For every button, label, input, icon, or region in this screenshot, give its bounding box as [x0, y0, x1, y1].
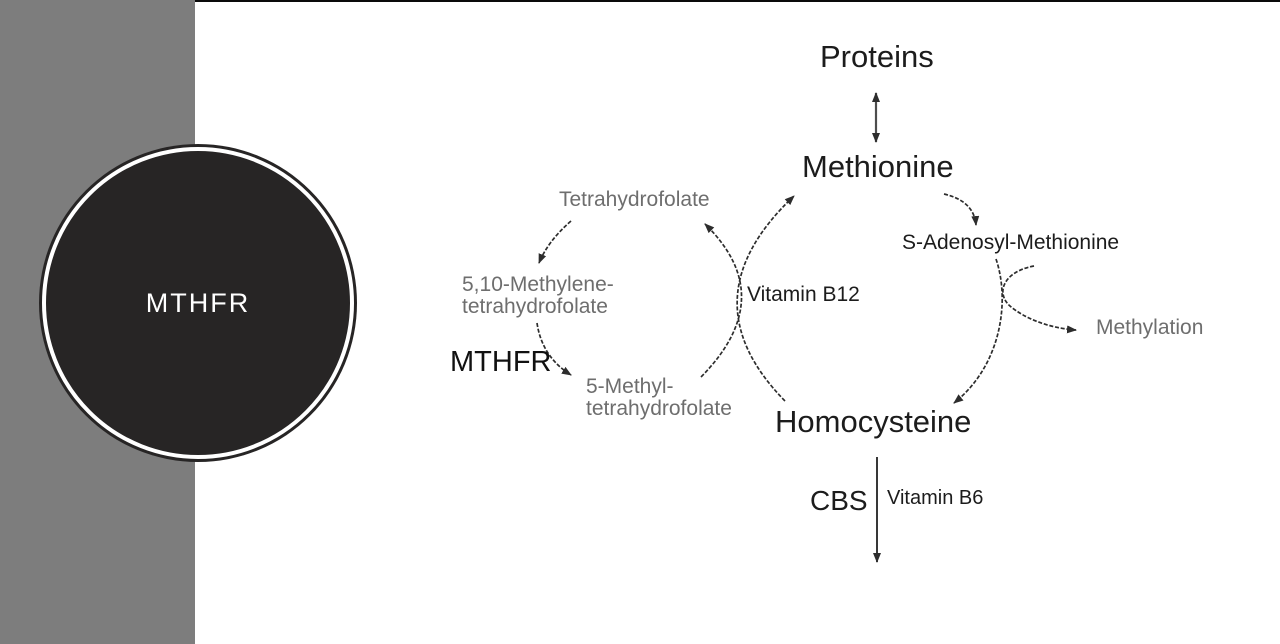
- arrow-sam-to-homocysteine: [953, 258, 1004, 404]
- node-vitamin-b12: Vitamin B12: [747, 283, 860, 306]
- node-methylene-line1: 5,10-Methylene-: [462, 273, 614, 296]
- node-methylation: Methylation: [1096, 316, 1204, 339]
- node-methionine: Methionine: [802, 149, 954, 184]
- slide-top-border: [0, 0, 1280, 2]
- node-cbs-enzyme: CBS: [810, 485, 868, 516]
- title-badge-circle: MTHFR: [42, 147, 354, 459]
- node-methyl-tetrahydrofolate: 5-Methyl- tetrahydrofolate: [586, 375, 732, 421]
- slide-title: MTHFR: [145, 287, 251, 318]
- node-mthfr-enzyme: MTHFR: [450, 346, 552, 378]
- node-s-adenosyl-methionine: S-Adenosyl-Methionine: [902, 231, 1120, 254]
- arrow-sam-to-methylation: [1002, 265, 1077, 334]
- node-methylene-line2: tetrahydrofolate: [462, 295, 608, 319]
- node-methylene-tetrahydrofolate: 5,10-Methylene- tetrahydrofolate: [462, 273, 614, 319]
- arrow-thf-to-methylene: [538, 220, 572, 264]
- arrow-methyl-to-thf: [700, 223, 743, 378]
- node-tetrahydrofolate: Tetrahydrofolate: [559, 188, 710, 211]
- node-proteins: Proteins: [820, 39, 934, 74]
- node-homocysteine: Homocysteine: [775, 404, 972, 439]
- arrow-methionine-to-sam: [943, 193, 980, 226]
- node-vitamin-b6: Vitamin B6: [887, 487, 984, 509]
- node-methyl-line1: 5-Methyl-: [586, 375, 674, 398]
- node-methyl-line2: tetrahydrofolate: [586, 397, 732, 421]
